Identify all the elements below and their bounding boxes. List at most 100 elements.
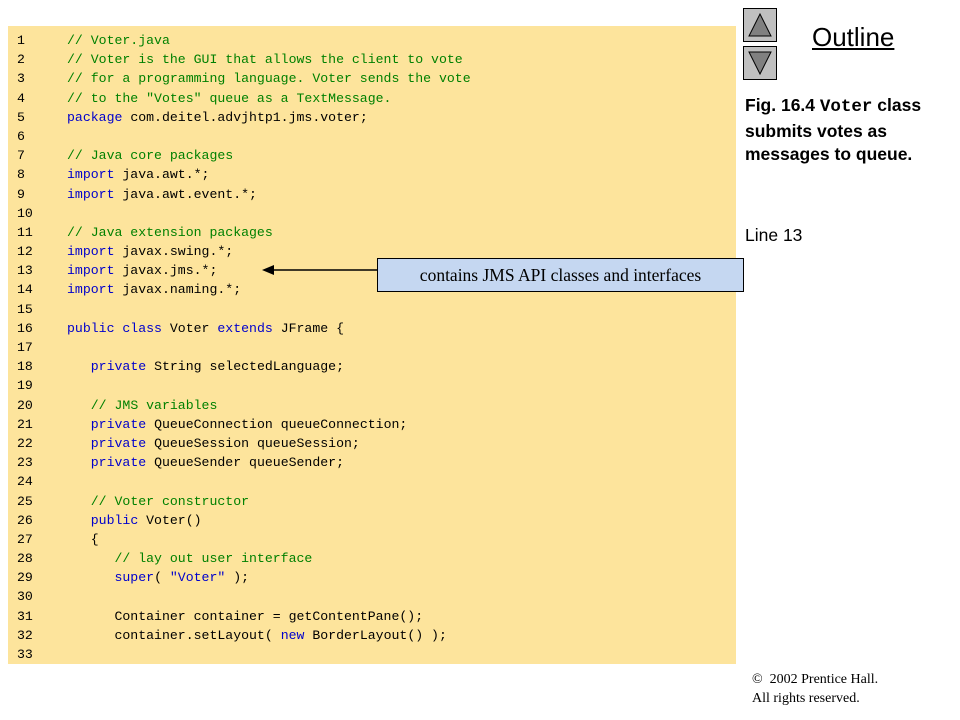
line-code: import javax.naming.*; xyxy=(67,280,241,299)
line-number: 11 xyxy=(17,224,33,240)
figure-class-name: Voter xyxy=(819,97,873,117)
code-token: import xyxy=(67,186,115,202)
line-number: 12 xyxy=(17,244,33,260)
code-line: 33 xyxy=(8,645,736,664)
code-token xyxy=(67,417,91,432)
code-line: 11 // Java extension packages xyxy=(8,223,736,242)
line-number: 2 xyxy=(17,52,25,68)
line-code: import javax.swing.*; xyxy=(67,242,233,261)
line-code: public Voter() xyxy=(67,511,202,530)
code-token: Container container = getContentPane(); xyxy=(67,608,424,624)
line-code: import java.awt.*; xyxy=(67,165,209,184)
code-token: String selectedLanguage; xyxy=(146,359,345,375)
line-number: 4 xyxy=(17,90,25,106)
code-token xyxy=(67,570,114,585)
code-line: 27 { xyxy=(8,530,736,549)
line-code: private QueueConnection queueConnection; xyxy=(67,415,408,434)
line-number: 33 xyxy=(17,647,33,662)
line-number: 22 xyxy=(17,435,33,451)
line-code: import javax.jms.*; xyxy=(67,261,217,280)
callout-arrow xyxy=(262,265,378,275)
code-token: private xyxy=(90,359,147,375)
copyright-notice: © 2002 Prentice Hall. All rights reserve… xyxy=(752,670,878,708)
code-line: 1// Voter.java xyxy=(8,31,736,50)
next-slide-button[interactable] xyxy=(743,46,777,80)
line-code: { xyxy=(67,530,99,549)
code-line: 7// Java core packages xyxy=(8,146,736,165)
code-token: "Voter" xyxy=(169,570,226,586)
line-number: 19 xyxy=(17,378,33,394)
code-token xyxy=(67,494,91,509)
line-number: 6 xyxy=(17,128,25,144)
outline-link[interactable]: Outline xyxy=(812,22,895,52)
code-token xyxy=(67,359,91,374)
line-reference: Line 13 xyxy=(745,225,803,245)
line-number: 18 xyxy=(17,359,33,375)
line-code: package com.deitel.advjhtp1.jms.voter; xyxy=(67,108,368,127)
code-token: QueueSender queueSender; xyxy=(146,455,345,471)
line-code: Container container = getContentPane(); xyxy=(67,607,423,626)
triangle-down-icon xyxy=(748,51,772,76)
code-token: super xyxy=(114,570,155,586)
line-number: 25 xyxy=(17,493,33,509)
line-code: import java.awt.event.*; xyxy=(67,185,257,204)
code-token xyxy=(67,398,91,413)
line-number: 20 xyxy=(17,397,33,413)
line-number: 5 xyxy=(17,109,25,125)
line-number: 29 xyxy=(17,570,33,586)
code-token: import xyxy=(67,282,115,298)
code-token: QueueConnection queueConnection; xyxy=(146,416,408,432)
code-token: // to the "Votes" queue as a TextMessage… xyxy=(67,90,392,106)
figure-description: class submits votes as messages to queue… xyxy=(745,95,922,164)
code-token: javax.naming.*; xyxy=(114,282,242,298)
line-code: container.setLayout( new BorderLayout() … xyxy=(67,626,446,645)
code-token xyxy=(67,436,91,451)
code-line: 25 // Voter constructor xyxy=(8,492,736,511)
code-token xyxy=(67,455,91,470)
code-lines: 1// Voter.java 2 // Voter is the GUI that … xyxy=(8,31,736,664)
line-number: 30 xyxy=(17,589,33,605)
code-token xyxy=(67,551,114,566)
line-code: // Voter.java xyxy=(67,31,170,50)
copyright-line2: All rights reserved. xyxy=(752,691,860,706)
code-line: 29 super( "Voter" ); xyxy=(8,568,736,587)
line-number: 7 xyxy=(17,148,25,164)
code-token: { xyxy=(67,531,99,547)
code-line: 21 private QueueConnection queueConnecti… xyxy=(8,415,736,434)
code-line: 26 public Voter() xyxy=(8,511,736,530)
code-token: java.awt.event.*; xyxy=(114,186,257,202)
code-line: 17 xyxy=(8,338,736,357)
line-number: 17 xyxy=(17,340,33,355)
line-number: 16 xyxy=(17,320,33,336)
line-code: // Java extension packages xyxy=(67,223,273,242)
code-token: // lay out user interface xyxy=(114,551,313,567)
code-token: QueueSession queueSession; xyxy=(146,435,360,451)
line-number: 13 xyxy=(17,263,33,279)
code-token: Voter xyxy=(161,320,218,336)
code-token: new xyxy=(280,627,305,643)
code-line: 20 // JMS variables xyxy=(8,396,736,415)
code-token: // for a programming language. Voter sen… xyxy=(67,71,471,87)
code-token: Voter() xyxy=(138,512,202,528)
code-line: 15 xyxy=(8,300,736,319)
code-token: javax.jms.*; xyxy=(114,263,218,279)
code-line: 10 xyxy=(8,204,736,223)
code-line: 5 package com.deitel.advjhtp1.jms.voter; xyxy=(8,108,736,127)
line-number: 27 xyxy=(17,531,33,547)
code-token: javax.swing.*; xyxy=(114,244,234,260)
line-number: 24 xyxy=(17,474,33,490)
line-number: 26 xyxy=(17,512,33,528)
line-number: 28 xyxy=(17,551,33,567)
line-code: private QueueSession queueSession; xyxy=(67,434,360,453)
previous-slide-button[interactable] xyxy=(743,8,777,42)
code-line: 18 private String selectedLanguage; xyxy=(8,357,736,376)
code-listing-panel: 1// Voter.java 2 // Voter is the GUI that … xyxy=(8,26,736,664)
code-token: ); xyxy=(225,570,250,586)
code-token: // Voter is the GUI that allows the clie… xyxy=(67,52,463,68)
line-code: super( "Voter" ); xyxy=(67,568,249,587)
line-number: 31 xyxy=(17,608,33,624)
figure-caption: Fig. 16.4 Voter class submits votes as m… xyxy=(745,94,957,167)
